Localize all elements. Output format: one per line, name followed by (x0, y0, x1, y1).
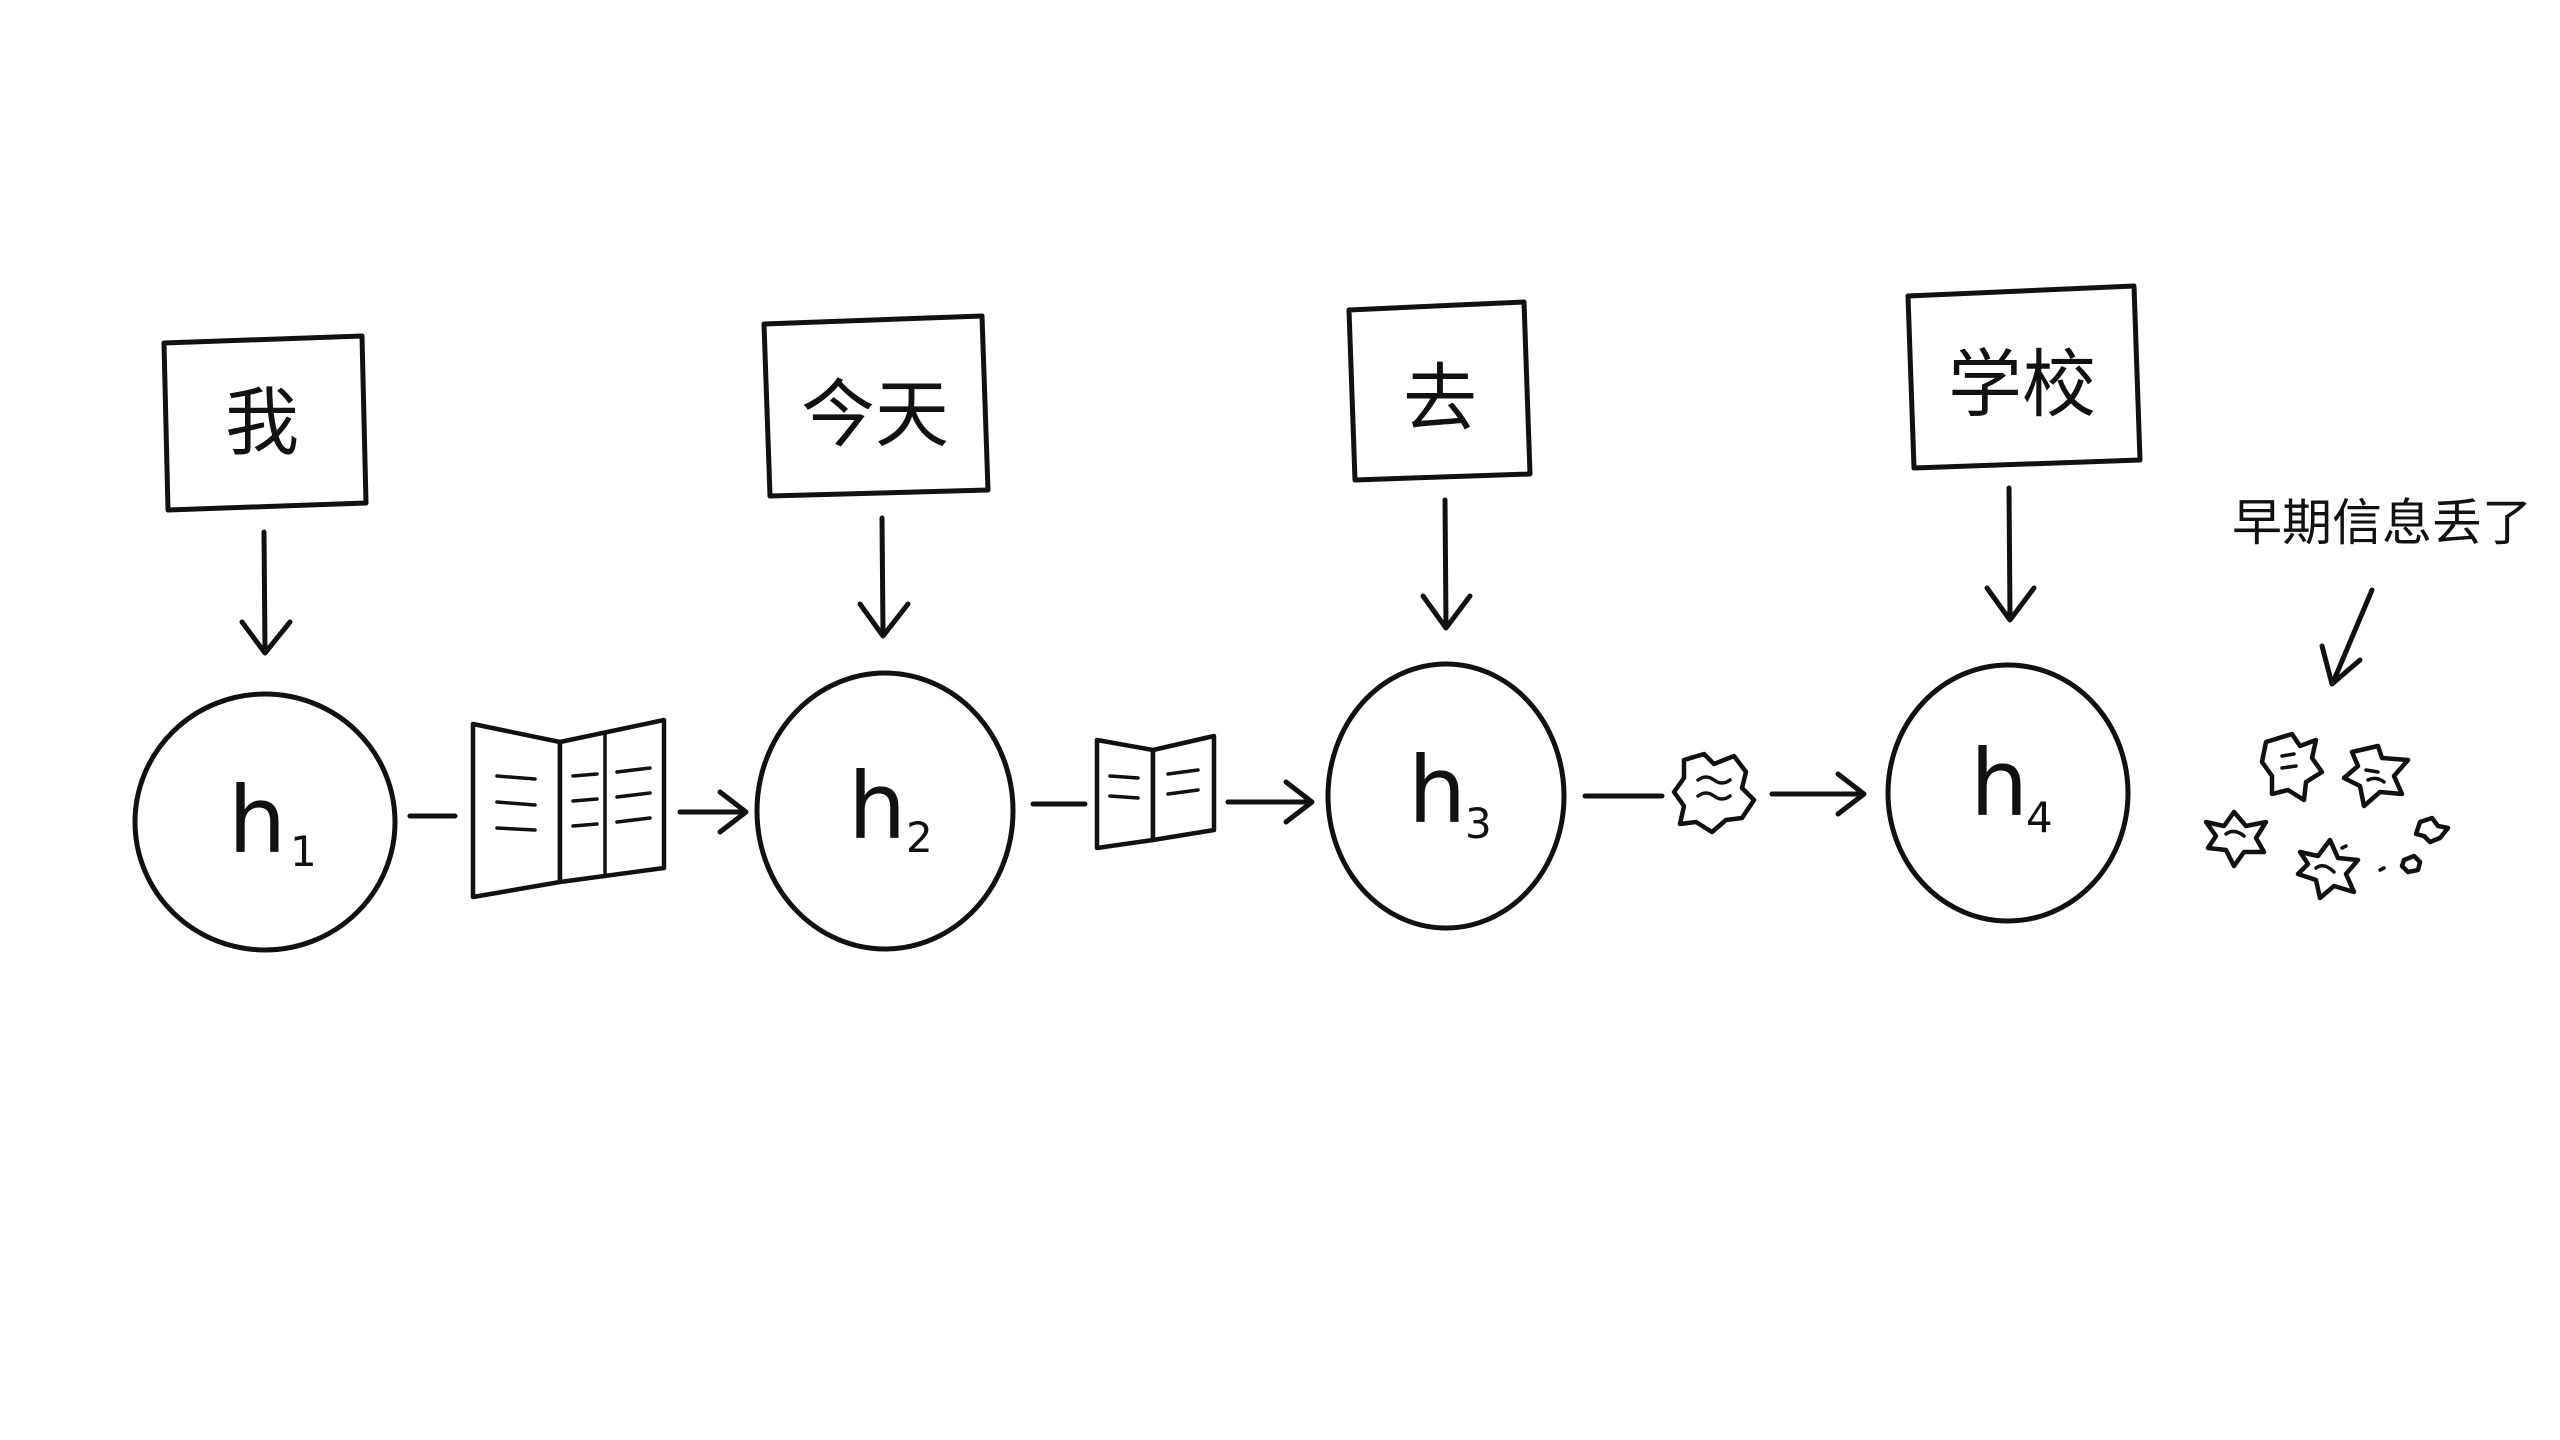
input-arrow-3 (1420, 497, 1473, 631)
connector-3-4 (1582, 751, 1867, 835)
input-arrow-1 (239, 529, 293, 656)
lost-info-annotation: 早期信息丢了 (2203, 494, 2532, 901)
lost-info-note: 早期信息丢了 (2232, 494, 2532, 552)
hidden-node-2: h 2 (754, 670, 1016, 952)
step-2: 今天 h 2 (754, 313, 1016, 952)
hidden-node-3: h 3 (1325, 661, 1567, 931)
open-book-icon (470, 717, 667, 900)
word-label-1: 我 (225, 380, 299, 466)
node-label-4: h (1970, 730, 2028, 837)
node-label-1: h (228, 767, 286, 874)
node-index-2: 2 (906, 813, 933, 862)
step-1: 我 h 1 (132, 333, 398, 953)
hidden-node-4: h 4 (1885, 662, 2131, 924)
word-box-4 (1905, 283, 2143, 471)
crumpled-paper-icon (1671, 751, 1757, 835)
word-box-1 (161, 333, 369, 513)
node-index-1: 1 (290, 827, 317, 876)
word-label-2: 今天 (801, 372, 949, 458)
input-arrow-4 (1984, 485, 2037, 623)
step-4: 学校 h 4 (1885, 283, 2143, 924)
small-book-icon (1094, 733, 1217, 851)
connector-2-3 (1030, 733, 1315, 851)
connector-1-2 (407, 717, 749, 900)
node-index-4: 4 (2026, 793, 2053, 842)
node-label-3: h (1408, 737, 1466, 844)
word-box-3 (1346, 299, 1533, 483)
node-label-2: h (848, 753, 906, 860)
note-arrow (2319, 587, 2375, 687)
word-label-3: 去 (1403, 356, 1477, 442)
node-index-3: 3 (1465, 799, 1492, 848)
word-label-4: 学校 (1948, 342, 2096, 428)
input-arrow-2 (857, 515, 911, 639)
paper-scraps-icon (2203, 731, 2451, 901)
step-3: 去 h 3 (1325, 299, 1567, 931)
hidden-node-1: h 1 (132, 691, 398, 953)
word-box-2 (761, 313, 991, 499)
